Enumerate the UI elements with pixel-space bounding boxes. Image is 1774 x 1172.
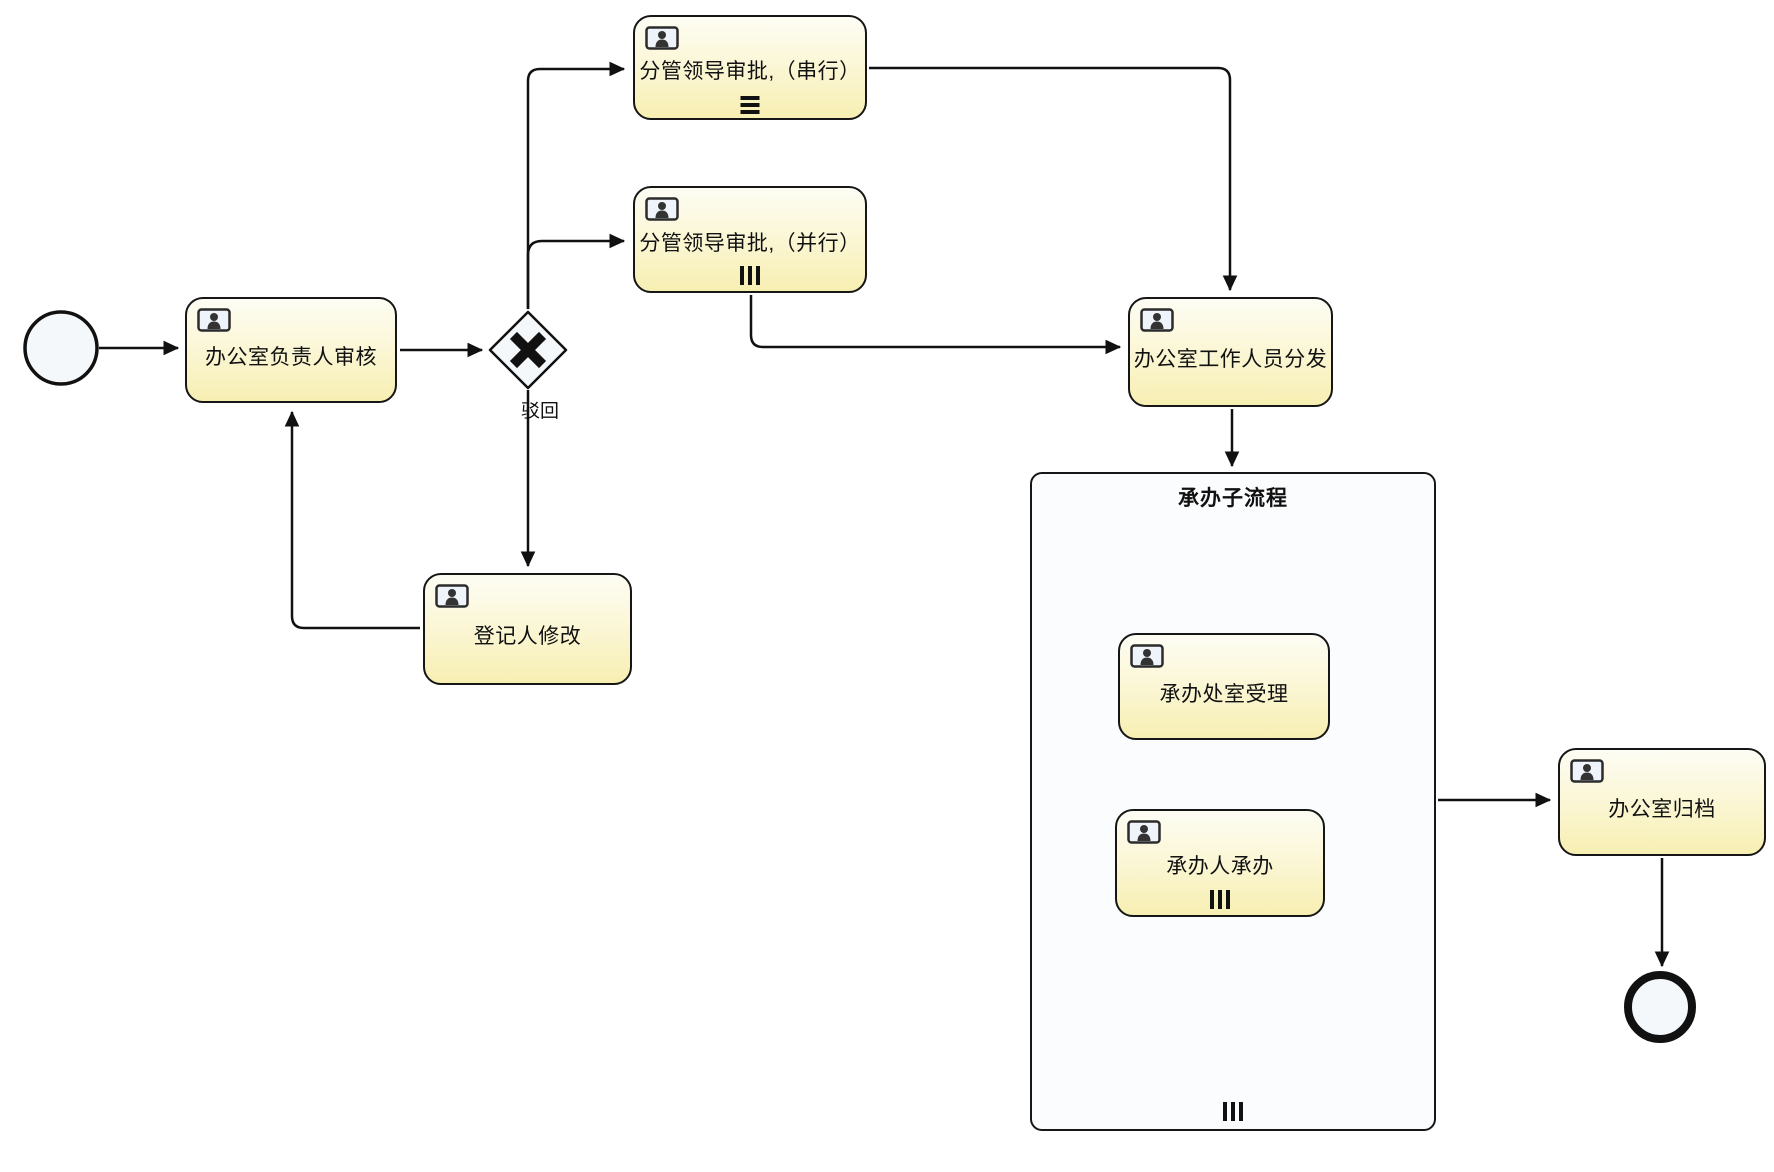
flow-gateway-to-parallel — [526, 233, 626, 309]
x-gateway-icon — [509, 331, 547, 369]
user-task-icon — [645, 26, 679, 50]
start-event[interactable] — [23, 310, 99, 386]
flow-modify-to-review — [284, 410, 420, 630]
task-office-archive[interactable]: 办公室归档 — [1558, 748, 1766, 856]
task-label: 办公室负责人审核 — [205, 346, 377, 369]
task-label: 办公室归档 — [1608, 798, 1716, 821]
user-task-icon — [1130, 644, 1164, 668]
task-office-staff-distribute[interactable]: 办公室工作人员分发 — [1128, 297, 1333, 407]
task-label: 承办处室受理 — [1159, 682, 1289, 706]
task-handling-office-accept[interactable]: 承办处室受理 — [1118, 633, 1330, 740]
flow-gateway-to-serial — [526, 61, 626, 309]
sequential-multi-instance-icon — [740, 96, 760, 114]
reject-edge-label: 驳回 — [521, 401, 560, 422]
user-task-icon — [1140, 308, 1174, 332]
task-label: 承办人承办 — [1166, 855, 1274, 878]
task-label: 登记人修改 — [473, 625, 582, 648]
task-label: 分管领导审批,（并行） — [639, 231, 861, 255]
user-task-icon — [1127, 820, 1161, 844]
task-registrant-modify[interactable]: 登记人修改 — [423, 573, 632, 685]
exclusive-gateway[interactable] — [488, 310, 568, 390]
task-leader-approval-parallel[interactable]: 分管领导审批,（并行） — [633, 186, 867, 293]
task-undertaker-handle[interactable]: 承办人承办 — [1115, 809, 1325, 917]
subprocess-title: 承办子流程 — [1178, 487, 1288, 510]
user-task-icon — [1570, 759, 1604, 783]
end-event[interactable] — [1624, 971, 1696, 1043]
user-task-icon — [197, 308, 231, 332]
user-task-icon — [645, 197, 679, 221]
flow-serial-to-distribute — [869, 66, 1238, 292]
task-office-head-review[interactable]: 办公室负责人审核 — [185, 297, 397, 403]
parallel-multi-instance-icon — [1223, 1102, 1243, 1121]
subprocess-container[interactable]: 承办子流程 — [1030, 472, 1436, 1131]
parallel-multi-instance-icon — [1210, 890, 1230, 909]
parallel-multi-instance-icon — [740, 266, 760, 285]
task-label: 分管领导审批,（串行） — [639, 59, 861, 83]
flow-parallel-to-distribute — [749, 295, 1122, 355]
task-label: 办公室工作人员分发 — [1133, 348, 1328, 371]
user-task-icon — [435, 584, 469, 608]
task-leader-approval-serial[interactable]: 分管领导审批,（串行） — [633, 15, 867, 120]
